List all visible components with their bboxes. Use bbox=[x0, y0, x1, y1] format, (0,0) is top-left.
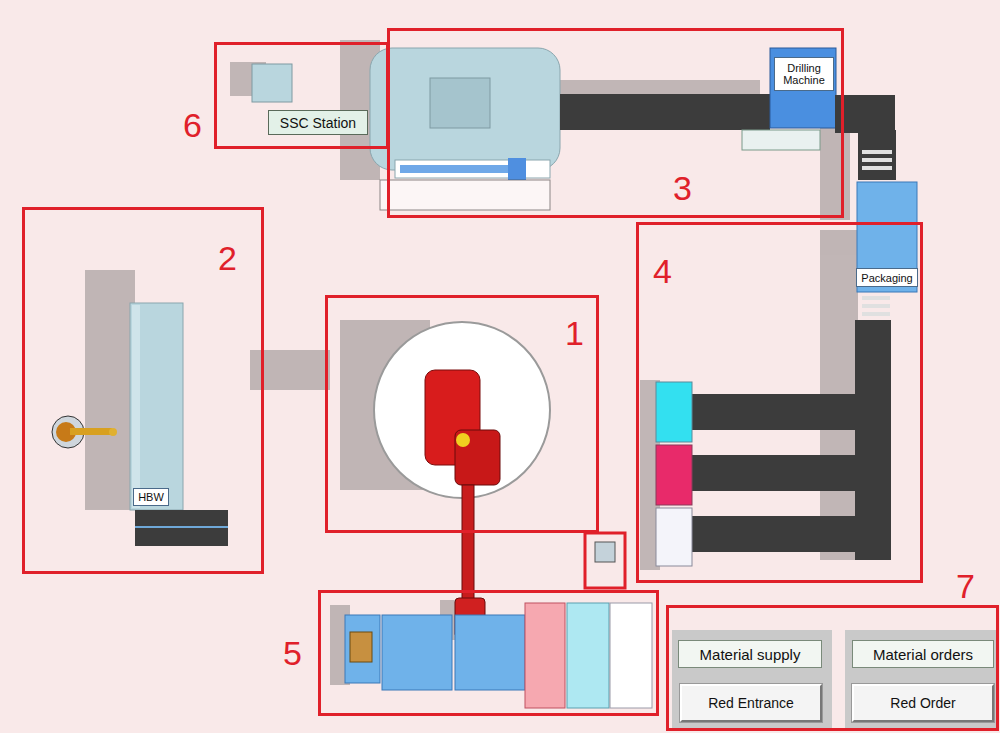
ssc-camera bbox=[252, 64, 292, 102]
label-text: Packaging bbox=[861, 272, 912, 284]
label-text: Red Entrance bbox=[708, 695, 794, 711]
hbw-station bbox=[52, 303, 228, 546]
callout-number: 2 bbox=[218, 238, 237, 278]
area-frame: 4Packaging bbox=[636, 222, 923, 583]
label-text: SSC Station bbox=[280, 115, 356, 131]
sorting-line bbox=[656, 182, 917, 566]
label-text: HBW bbox=[138, 491, 164, 503]
callout-number: 4 bbox=[653, 251, 672, 291]
station-label: Red Order bbox=[852, 684, 994, 722]
station-label: HBW bbox=[133, 488, 169, 506]
station-label: Drilling Machine bbox=[774, 57, 834, 91]
area-frame: 3 Drilling Machine bbox=[387, 28, 844, 218]
callout-number: 6 bbox=[183, 105, 202, 145]
label-text: Material supply bbox=[700, 646, 801, 663]
processing-line bbox=[370, 48, 896, 210]
area-frame: 5 bbox=[318, 590, 659, 716]
callout-number: 1 bbox=[565, 313, 584, 353]
label-text: Drilling Machine bbox=[775, 62, 833, 86]
station-label: SSC Station bbox=[268, 110, 368, 135]
callout-number: 7 bbox=[956, 566, 975, 606]
control-panel bbox=[672, 630, 997, 728]
area-frame: 6SSC Station bbox=[214, 42, 389, 149]
label-text: Material orders bbox=[873, 646, 973, 663]
station-label: Packaging bbox=[856, 268, 918, 287]
area-frame: 2HBW bbox=[22, 207, 264, 574]
input-output-station bbox=[345, 603, 652, 708]
station-label: Red Entrance bbox=[680, 684, 822, 722]
station-label: Material supply bbox=[678, 640, 822, 668]
label-text: Red Order bbox=[890, 695, 955, 711]
area-frame: 1 bbox=[325, 295, 599, 533]
area-frame: 7Material supplyRed EntranceMaterial ord… bbox=[666, 605, 999, 731]
callout-number: 3 bbox=[673, 168, 692, 208]
central-robot bbox=[374, 322, 550, 648]
shadows bbox=[85, 40, 858, 685]
small-sensor bbox=[585, 533, 625, 588]
callout-number: 5 bbox=[283, 633, 302, 673]
station-label: Material orders bbox=[852, 640, 994, 668]
